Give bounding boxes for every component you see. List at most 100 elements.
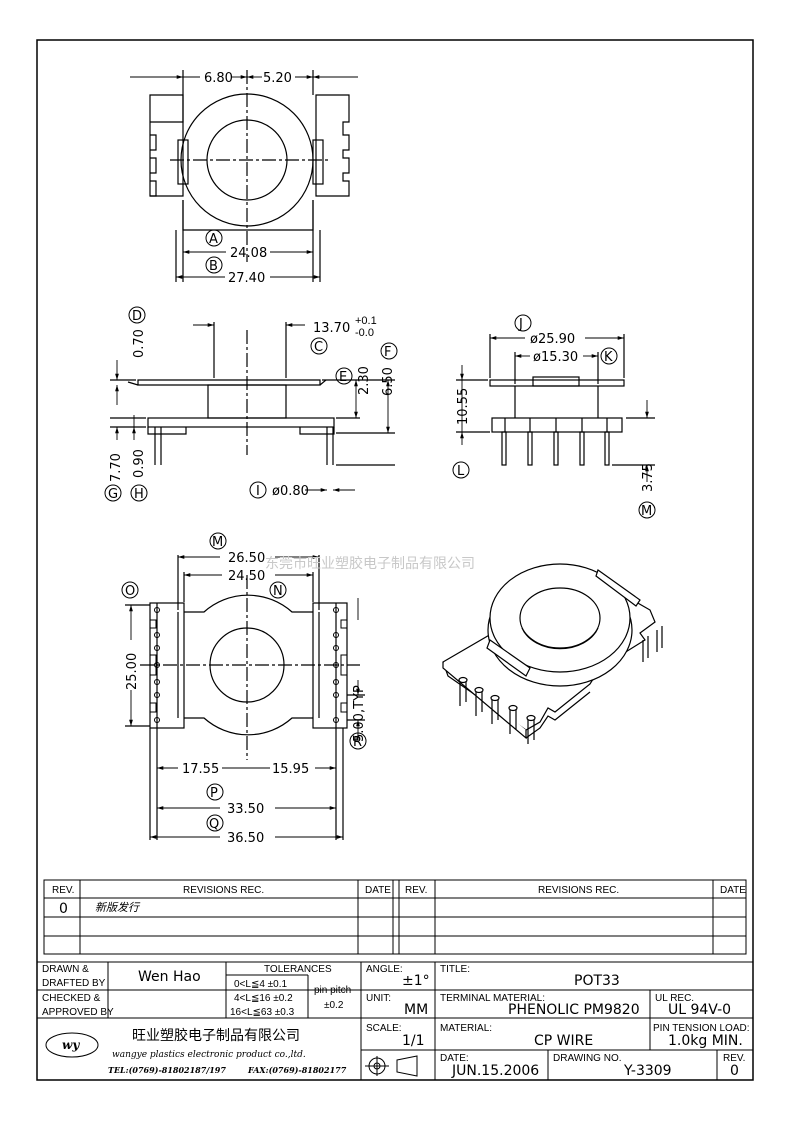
label-c: C <box>314 340 323 355</box>
tolerances-title: TOLERANCES <box>264 964 332 975</box>
label-a: A <box>209 232 218 247</box>
drawn-label: DRAWN & <box>42 964 89 975</box>
side-dim-c-plus: +0.1 <box>355 315 377 327</box>
angle-label: ANGLE: <box>366 964 403 975</box>
top-dim-left: 6.80 <box>204 71 233 86</box>
angle-value: ±1° <box>402 973 430 989</box>
company-tel: TEL:(0769)-81802187/197 <box>108 1065 226 1075</box>
rec-col-header: REVISIONS REC. <box>183 885 264 896</box>
side-dim-f: 6.50 <box>381 367 396 396</box>
front-dim-k: ø15.30 <box>533 350 578 365</box>
tolerance-row-2: 4<L≦16 ±0.2 <box>234 993 293 1004</box>
bottom-view <box>125 555 365 840</box>
drawing-title: POT33 <box>574 973 620 989</box>
revision-row-rev: 0 <box>59 901 68 917</box>
top-view-dimensions <box>130 75 358 279</box>
material-label: MATERIAL: <box>440 1023 492 1034</box>
pin-pitch-label: pin pitch <box>314 985 351 996</box>
label-l: L <box>457 464 465 479</box>
top-dim-b: 27.40 <box>228 271 265 286</box>
date-value: JUN.15.2006 <box>451 1063 539 1079</box>
drawing-no-label: DRAWING NO. <box>553 1053 622 1064</box>
bottom-dim-n: 24.50 <box>228 569 265 584</box>
label-d: D <box>132 309 142 324</box>
drafted-label: DRAFTED BY <box>42 978 106 989</box>
date-col-header-right: DATE <box>720 885 746 896</box>
label-b: B <box>209 259 218 274</box>
label-e: E <box>339 370 347 385</box>
scale-label: SCALE: <box>366 1023 402 1034</box>
side-dim-d: 0.70 <box>132 329 147 358</box>
ul-rec-label: UL REC. <box>655 993 694 1004</box>
label-bottom-m: M <box>212 535 223 550</box>
bottom-view-pins <box>150 607 347 723</box>
label-f: F <box>384 345 391 360</box>
side-dim-e: 2.30 <box>357 366 372 395</box>
bottom-dim-q: 36.50 <box>227 831 264 846</box>
isometric-view <box>442 563 663 744</box>
bottom-dim-right: 15.95 <box>272 762 309 777</box>
bottom-view-dimensions <box>129 555 360 839</box>
side-view <box>110 322 395 466</box>
side-dim-c-minus: -0.0 <box>355 327 374 339</box>
ul-rec-value: UL 94V-0 <box>668 1002 731 1018</box>
date-label: DATE: <box>440 1053 469 1064</box>
company-fax: FAX:(0769)-81802177 <box>247 1065 347 1075</box>
label-h: H <box>134 487 144 502</box>
front-dim-j: ø25.90 <box>530 332 575 347</box>
side-dim-g: 7.70 <box>109 453 124 482</box>
company-watermark: 东莞市旺业塑胶电子制品有限公司 <box>265 555 475 572</box>
rec-col-header-right: REVISIONS REC. <box>538 885 619 896</box>
checked-label: CHECKED & <box>42 993 101 1004</box>
drawn-by-value: Wen Hao <box>138 969 201 985</box>
material-value: CP WIRE <box>534 1033 593 1049</box>
rev-label: REV. <box>723 1053 745 1064</box>
top-view <box>149 70 350 282</box>
bottom-dim-pitch: 5.00,TYP <box>352 685 367 742</box>
label-j: J <box>518 317 523 332</box>
scale-value: 1/1 <box>402 1033 425 1049</box>
label-p: P <box>210 786 218 801</box>
date-col-header: DATE <box>365 885 391 896</box>
rev-col-header: REV. <box>52 885 74 896</box>
approved-label: APPROVED BY <box>42 1007 114 1018</box>
label-g: G <box>108 487 118 502</box>
side-dim-i: ø0.80 <box>272 484 309 499</box>
pin-tension-label: PIN TENSION LOAD: <box>653 1023 750 1034</box>
company-name-cn: 旺业塑胶电子制品有限公司 <box>132 1027 300 1044</box>
pin-pitch-value: ±0.2 <box>324 1000 344 1011</box>
revision-row-rec: 新版发行 <box>95 901 141 914</box>
rev-col-header-right: REV. <box>405 885 427 896</box>
label-i: I <box>256 484 260 499</box>
bottom-dim-m: 26.50 <box>228 551 265 566</box>
front-dim-l: 10.55 <box>456 388 471 425</box>
label-k: K <box>604 350 613 365</box>
bottom-dim-o: 25.00 <box>125 653 140 690</box>
front-view-dimensions <box>460 336 649 482</box>
side-dim-h: 0.90 <box>132 449 147 478</box>
revision-table <box>43 879 747 955</box>
unit-label: UNIT: <box>366 993 391 1004</box>
front-dim-m: 3.75 <box>641 463 656 492</box>
company-logo: wy <box>62 1038 80 1052</box>
terminal-material-label: TERMINAL MATERIAL: <box>440 993 545 1004</box>
top-dim-a: 24.08 <box>230 246 267 261</box>
top-dim-right: 5.20 <box>263 71 292 86</box>
side-view-dimensions <box>115 323 390 492</box>
company-name-en: wangye plastics electronic product co.,l… <box>112 1050 306 1060</box>
drawing-border <box>36 39 754 1081</box>
bottom-dim-p: 33.50 <box>227 802 264 817</box>
unit-value: MM <box>404 1002 428 1018</box>
terminal-material-value: PHENOLIC PM9820 <box>508 1002 640 1018</box>
title-label: TITLE: <box>440 964 470 975</box>
tolerance-row-3: 16<L≦63 ±0.3 <box>230 1007 295 1018</box>
label-o: O <box>125 584 135 599</box>
label-front-m: M <box>641 504 652 519</box>
bottom-dim-left: 17.55 <box>182 762 219 777</box>
tolerance-row-1: 0<L≦4 ±0.1 <box>234 979 288 990</box>
label-r: R <box>353 735 362 750</box>
title-block-grid <box>37 961 753 1080</box>
label-n: N <box>273 584 283 599</box>
label-q: Q <box>209 817 219 832</box>
